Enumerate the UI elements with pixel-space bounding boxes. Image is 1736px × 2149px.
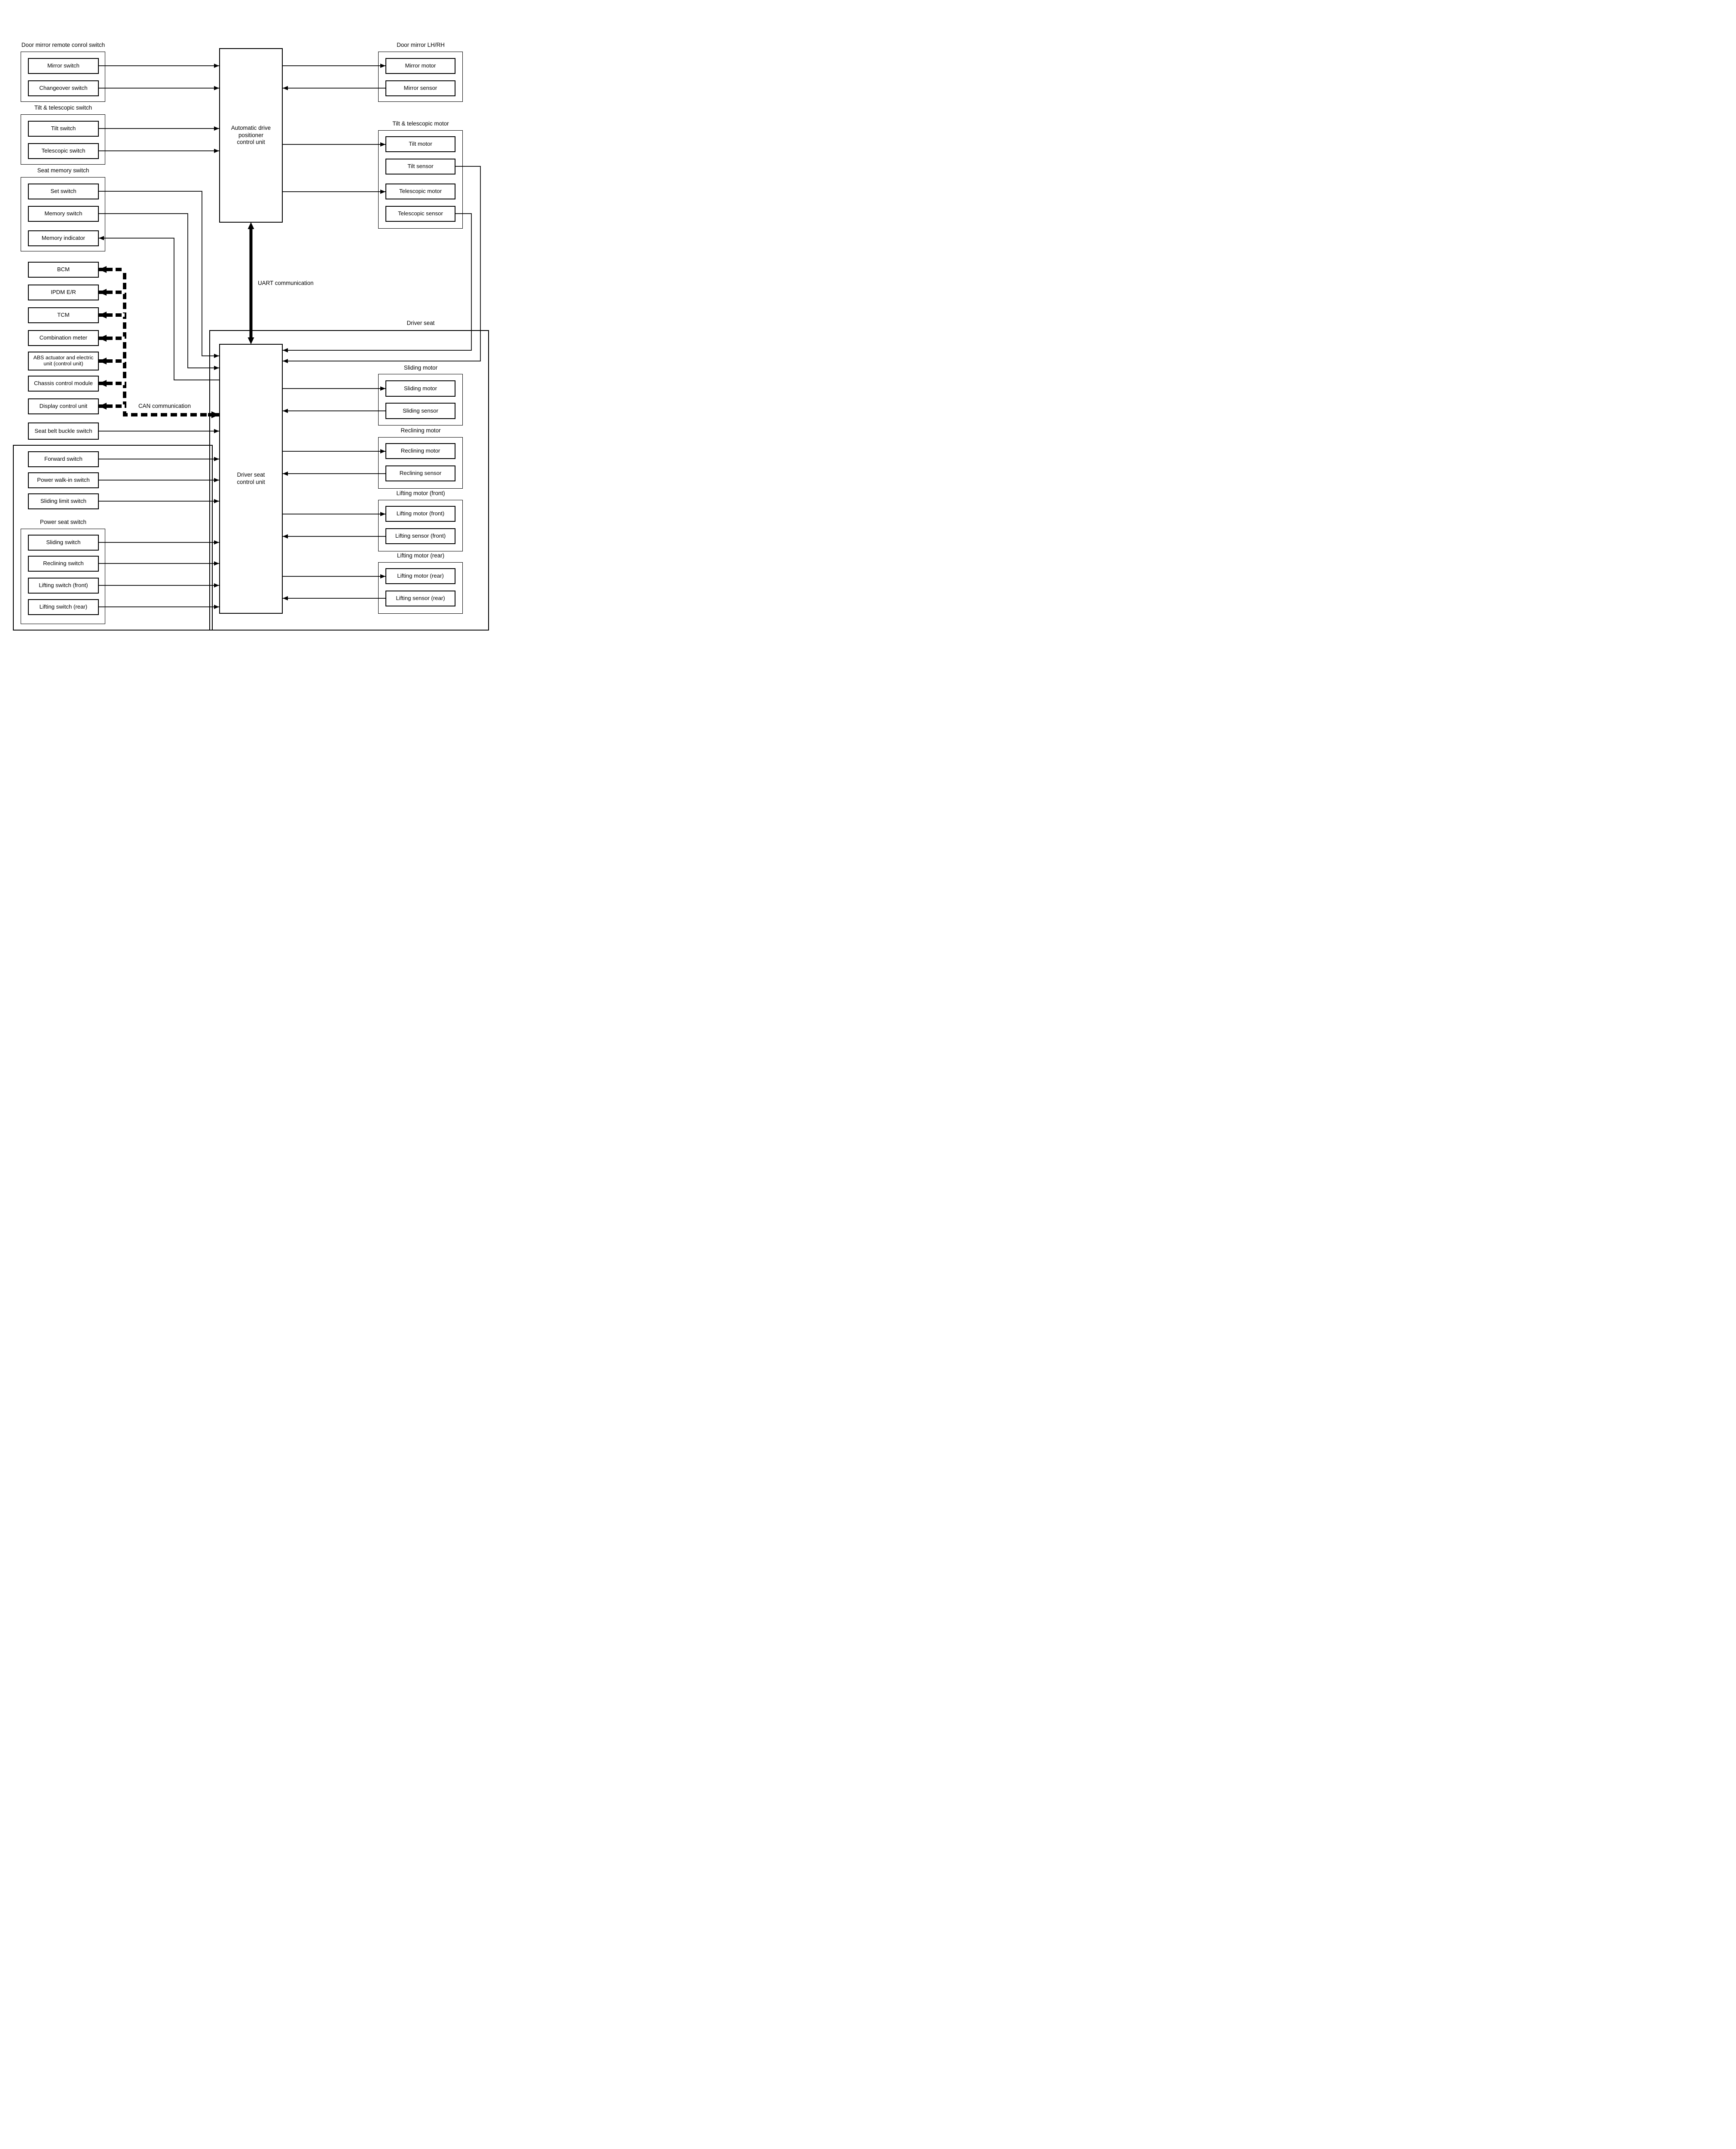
- lifting-motor-front-box: Lifting motor (front): [385, 506, 455, 522]
- tilt-motor-box: Tilt motor: [385, 136, 455, 152]
- chassis-module-box: Chassis control module: [28, 376, 99, 392]
- mirror-motor-box: Mirror motor: [385, 58, 455, 74]
- seat-memory-group-box: [21, 177, 105, 251]
- reclining-motor-group-box: [378, 437, 463, 489]
- driver-seat-control-unit-box: Driver seat control unit: [219, 344, 283, 614]
- tilt-telescopic-switch-group-title: Tilt & telescopic switch: [34, 104, 92, 111]
- door-mirror-lhrh-group-box: [378, 52, 463, 102]
- conn-set-switch-to-dscu: [99, 191, 219, 358]
- ipdm-box: IPDM E/R: [28, 285, 99, 300]
- reclining-sensor-box: Reclining sensor: [385, 465, 455, 481]
- conn-memory-switch-to-dscu: [99, 213, 219, 370]
- wiring-diagram: Door mirror remote conrol switch Mirror …: [0, 0, 496, 673]
- tilt-telescopic-motor-group-title: Tilt & telescopic motor: [392, 120, 449, 127]
- reclining-switch-box: Reclining switch: [28, 556, 99, 572]
- lifting-sensor-rear-box: Lifting sensor (rear): [385, 591, 455, 606]
- lifting-switch-rear-box: Lifting switch (rear): [28, 599, 99, 615]
- telescopic-motor-box: Telescopic motor: [385, 184, 455, 199]
- combination-meter-box: Combination meter: [28, 330, 99, 346]
- uart-communication-label: UART communication: [258, 280, 314, 286]
- sliding-motor-group-box: [378, 374, 463, 426]
- lifting-motor-front-group-title: Lifting motor (front): [396, 490, 445, 496]
- walkin-switch-box: Power walk-in switch: [28, 472, 99, 488]
- power-seat-group-box: [21, 529, 105, 624]
- sliding-motor-group-title: Sliding motor: [403, 364, 438, 371]
- lifting-switch-front-box: Lifting switch (front): [28, 578, 99, 594]
- adp-control-unit-box: Automatic drive positioner control unit: [219, 48, 283, 223]
- sliding-limit-switch-box: Sliding limit switch: [28, 493, 99, 509]
- lifting-motor-rear-group-box: [378, 562, 463, 614]
- power-seat-group-title: Power seat switch: [40, 519, 86, 525]
- tcm-box: TCM: [28, 307, 99, 323]
- telescopic-sensor-box: Telescopic sensor: [385, 206, 455, 222]
- door-mirror-remote-group-box: [21, 52, 105, 102]
- uart-double-arrow: [248, 222, 254, 344]
- driver-seat-frame: [209, 330, 489, 631]
- seat-memory-group-title: Seat memory switch: [37, 167, 89, 174]
- sliding-motor-box: Sliding motor: [385, 380, 455, 397]
- tilt-telescopic-switch-group-box: [21, 114, 105, 165]
- tilt-sensor-box: Tilt sensor: [385, 159, 455, 174]
- can-bus: [99, 266, 219, 418]
- bottom-left-switch-frame: [13, 445, 213, 631]
- lifting-motor-front-group-box: [378, 500, 463, 551]
- changeover-switch-box: Changeover switch: [28, 80, 99, 96]
- set-switch-box: Set switch: [28, 184, 99, 199]
- door-mirror-remote-group-title: Door mirror remote conrol switch: [21, 42, 105, 48]
- memory-switch-box: Memory switch: [28, 206, 99, 222]
- sliding-sensor-box: Sliding sensor: [385, 403, 455, 419]
- lifting-sensor-front-box: Lifting sensor (front): [385, 528, 455, 544]
- abs-unit-box: ABS actuator and electric unit (control …: [28, 352, 99, 370]
- conn-telescopic-sensor-to-dscu: [283, 213, 472, 352]
- connector-layer: [99, 64, 481, 609]
- can-communication-label: CAN communication: [138, 403, 191, 409]
- memory-indicator-box: Memory indicator: [28, 230, 99, 246]
- tilt-telescopic-motor-group-box: [378, 130, 463, 229]
- mirror-switch-box: Mirror switch: [28, 58, 99, 74]
- seat-belt-switch-box: Seat belt buckle switch: [28, 422, 99, 440]
- tilt-switch-box: Tilt switch: [28, 121, 99, 137]
- driver-seat-label: Driver seat: [406, 320, 435, 326]
- conn-dscu-to-memory-indicator: [99, 236, 219, 380]
- reclining-motor-group-title: Reclining motor: [400, 427, 441, 434]
- lifting-motor-rear-group-title: Lifting motor (rear): [397, 552, 445, 559]
- reclining-motor-box: Reclining motor: [385, 443, 455, 459]
- lifting-motor-rear-box: Lifting motor (rear): [385, 568, 455, 584]
- bcm-box: BCM: [28, 262, 99, 278]
- door-mirror-lhrh-group-title: Door mirror LH/RH: [397, 42, 445, 48]
- conn-tilt-sensor-to-dscu: [283, 166, 481, 363]
- sliding-switch-box: Sliding switch: [28, 535, 99, 551]
- display-unit-box: Display control unit: [28, 398, 99, 414]
- mirror-sensor-box: Mirror sensor: [385, 80, 455, 96]
- telescopic-switch-box: Telescopic switch: [28, 143, 99, 159]
- forward-switch-box: Forward switch: [28, 451, 99, 467]
